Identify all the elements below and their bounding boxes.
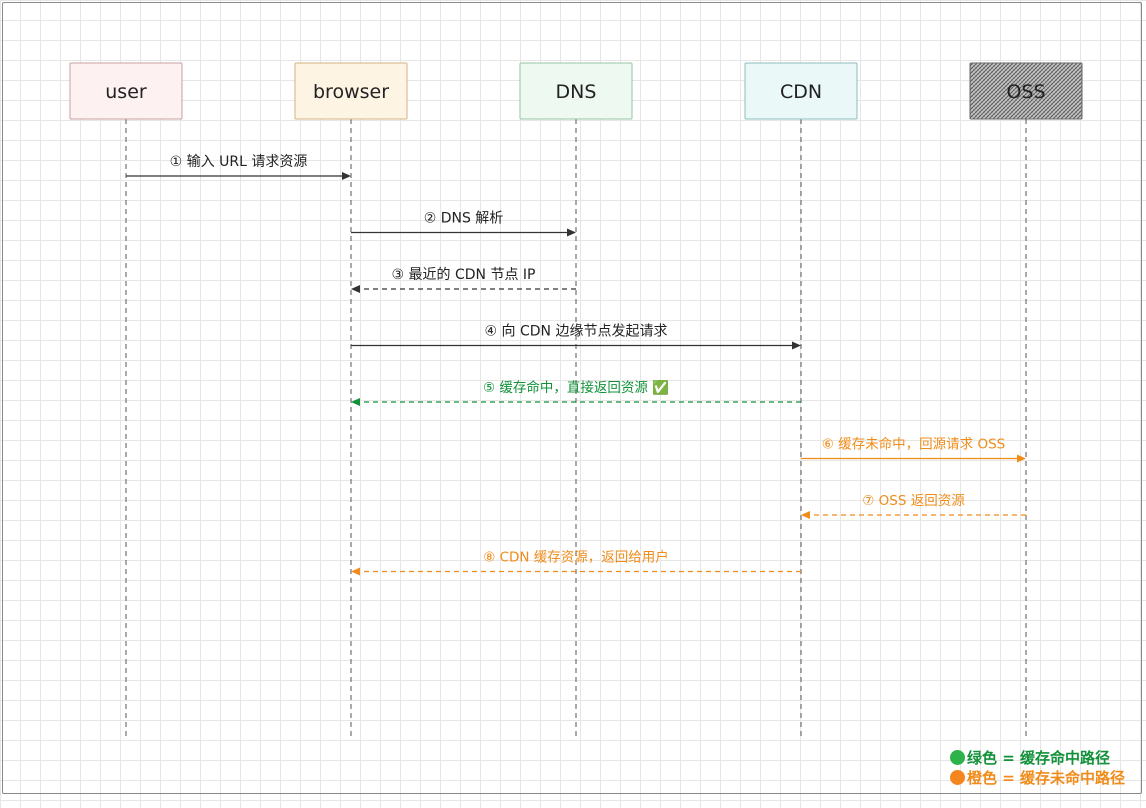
legend-green: 绿色 = 缓存命中路径 (950, 748, 1110, 768)
legend-orange-text: 橙色 = 缓存未命中路径 (967, 769, 1126, 787)
participant-label-oss: OSS (1006, 81, 1045, 103)
participant-cdn[interactable]: CDN (744, 62, 858, 120)
message-label-m3: ③ 最近的 CDN 节点 IP (392, 267, 536, 283)
message-m2: ② DNS 解析 (351, 211, 576, 237)
message-m7: ⑦ OSS 返回资源 (801, 493, 1026, 519)
message-m4: ④ 向 CDN 边缘节点发起请求 (351, 324, 801, 350)
participant-label-cdn: CDN (780, 81, 822, 103)
arrowhead-icon (1017, 454, 1026, 463)
message-m8: ⑧ CDN 缓存资源，返回给用户 (351, 549, 801, 576)
participant-box-oss (969, 62, 1083, 120)
participant-label-user: user (105, 81, 147, 103)
participant-box-browser (294, 62, 408, 120)
participant-dns[interactable]: DNS (519, 62, 633, 120)
participant-user[interactable]: user (69, 62, 183, 120)
orange-dot-icon (950, 770, 965, 785)
green-dot-icon (950, 750, 965, 765)
participant-label-dns: DNS (556, 81, 597, 103)
participant-box-user (69, 62, 183, 120)
participant-label-browser: browser (313, 81, 389, 103)
arrowhead-icon (351, 398, 360, 406)
arrowhead-icon (351, 285, 360, 293)
message-label-m1: ① 输入 URL 请求资源 (170, 154, 308, 170)
legend-green-text: 绿色 = 缓存命中路径 (967, 749, 1111, 767)
arrowhead-icon (801, 511, 810, 519)
legend-orange: 橙色 = 缓存未命中路径 (950, 768, 1125, 788)
message-m6: ⑥ 缓存未命中，回源请求 OSS (801, 436, 1026, 463)
message-label-m7: ⑦ OSS 返回资源 (862, 493, 965, 509)
arrowhead-icon (792, 341, 801, 350)
message-label-m6: ⑥ 缓存未命中，回源请求 OSS (822, 436, 1005, 453)
canvas-frame (2, 2, 1142, 794)
arrowhead-icon (342, 172, 351, 180)
message-label-m2: ② DNS 解析 (424, 211, 504, 227)
message-label-m5: ⑤ 缓存命中，直接返回资源 ✅ (483, 379, 669, 396)
arrowhead-icon (351, 567, 360, 576)
message-label-m4: ④ 向 CDN 边缘节点发起请求 (485, 324, 668, 340)
participant-box-dns (519, 62, 633, 120)
participant-box-cdn (744, 62, 858, 120)
arrowhead-icon (567, 228, 576, 237)
participant-browser[interactable]: browser (294, 62, 408, 120)
message-m1: ① 输入 URL 请求资源 (126, 154, 351, 180)
participant-oss[interactable]: OSS (969, 62, 1083, 120)
message-m5: ⑤ 缓存命中，直接返回资源 ✅ (351, 379, 801, 406)
message-label-m8: ⑧ CDN 缓存资源，返回给用户 (483, 549, 669, 566)
message-m3: ③ 最近的 CDN 节点 IP (351, 267, 576, 293)
